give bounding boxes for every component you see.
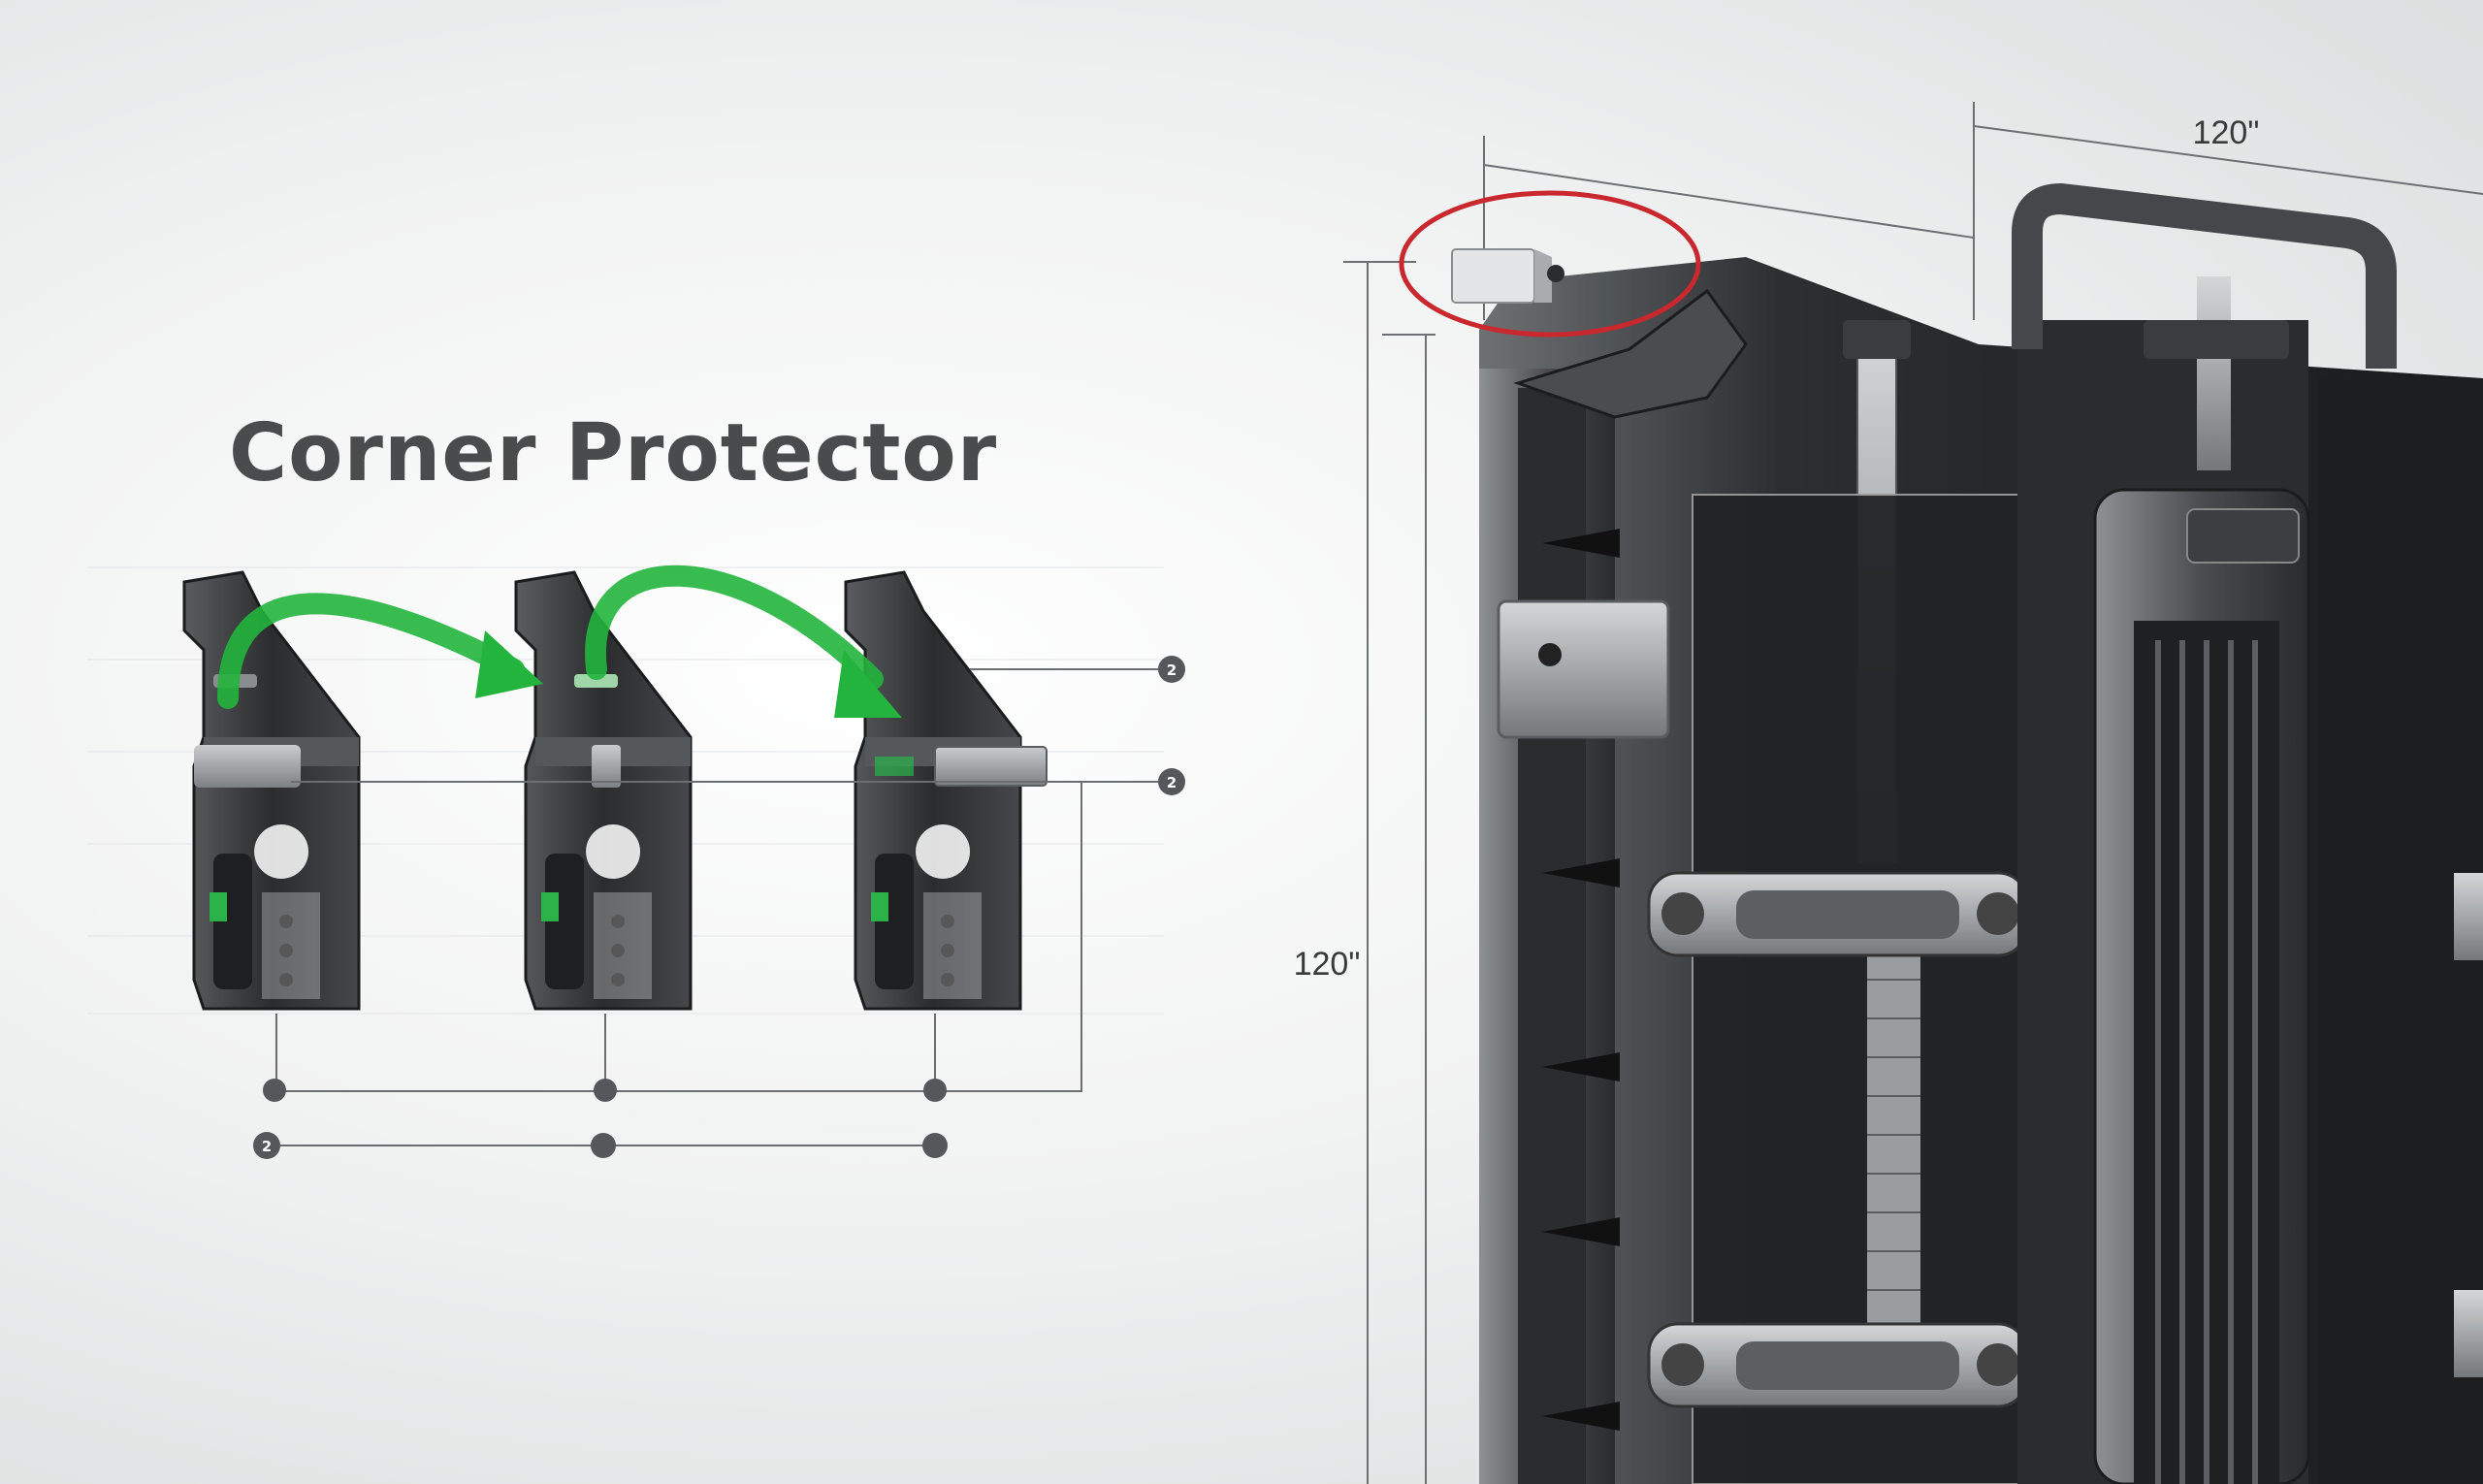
corner-protector-highlight bbox=[1399, 190, 1701, 338]
diagram-title: Corner Protector bbox=[229, 407, 998, 500]
height-dimension-label: 120" bbox=[1294, 946, 1361, 983]
bracket-step-3 bbox=[844, 570, 1048, 1011]
rail-teeth bbox=[1542, 529, 1620, 1431]
green-indicator bbox=[541, 892, 559, 921]
clamp-rod bbox=[194, 745, 301, 788]
corner-protector-piece bbox=[934, 746, 1048, 787]
hinge-clamp-lower bbox=[1647, 1322, 2029, 1408]
green-indicator bbox=[210, 892, 227, 921]
ribbon-cable bbox=[1867, 951, 1920, 1358]
callout-badge-bottom-left: 2 bbox=[253, 1132, 280, 1159]
svg-text:2: 2 bbox=[262, 1138, 272, 1155]
callout-badge-top: 2 bbox=[1158, 656, 1185, 683]
width-dimension-label: 120" bbox=[2193, 114, 2260, 151]
arrowhead-1 bbox=[475, 630, 543, 698]
curved-arrow-icon bbox=[585, 565, 884, 690]
side-latch bbox=[1497, 599, 1670, 739]
green-indicator bbox=[871, 892, 888, 921]
bracket-step-1 bbox=[182, 570, 361, 1011]
hinge-clamp-upper bbox=[1647, 871, 2029, 957]
callout-badge-middle: 2 bbox=[1158, 768, 1185, 795]
svg-text:2: 2 bbox=[1167, 774, 1177, 791]
curved-arrow-icon bbox=[217, 593, 525, 709]
cabinet-frame bbox=[1479, 183, 2483, 1484]
bracket-step-2 bbox=[514, 570, 693, 1011]
circle-highlight bbox=[1399, 190, 1701, 338]
connector-dots bbox=[263, 1079, 948, 1158]
svg-text:2: 2 bbox=[1167, 661, 1177, 679]
carry-handle bbox=[2012, 183, 2397, 369]
arrowhead-2 bbox=[834, 650, 902, 718]
